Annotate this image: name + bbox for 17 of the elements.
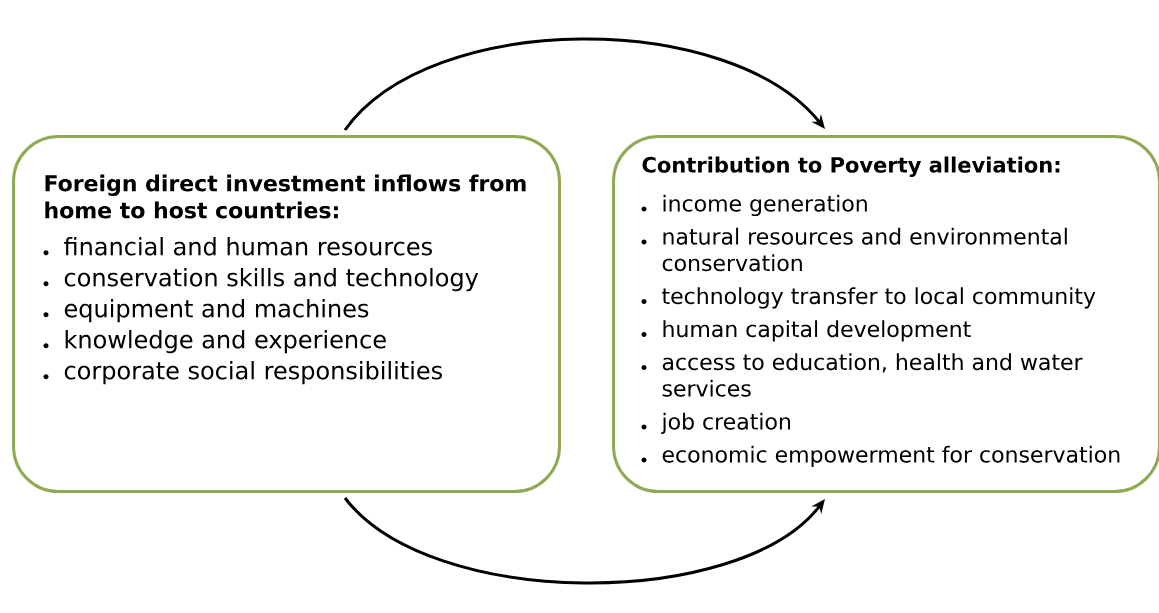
list-item: equipment and machines <box>43 299 369 323</box>
curved-arrow <box>343 496 825 585</box>
list-item: corporate social responsibilities <box>43 361 442 385</box>
list-item: financial and human resources <box>43 237 432 256</box>
list-item: knowledge and experience <box>43 330 386 354</box>
rounded-box <box>12 135 561 493</box>
list-item: technology transfer to local community <box>641 287 1096 309</box>
heading: Contribution to Poverty alleviation: <box>642 156 1060 177</box>
list-item: human capital development <box>641 320 971 342</box>
list-item: access to education, health and water services <box>641 353 1083 397</box>
list-item: job creation <box>641 412 790 435</box>
curved-arrow <box>343 37 825 132</box>
list-item: income generation <box>641 194 867 217</box>
list-item: conservation skills and technology <box>43 268 479 292</box>
list-item: economic empowerment for conservation <box>641 445 1120 468</box>
rounded-box <box>612 135 1159 493</box>
heading: Foreign direct investment inflows from home to host countries: <box>45 174 526 219</box>
